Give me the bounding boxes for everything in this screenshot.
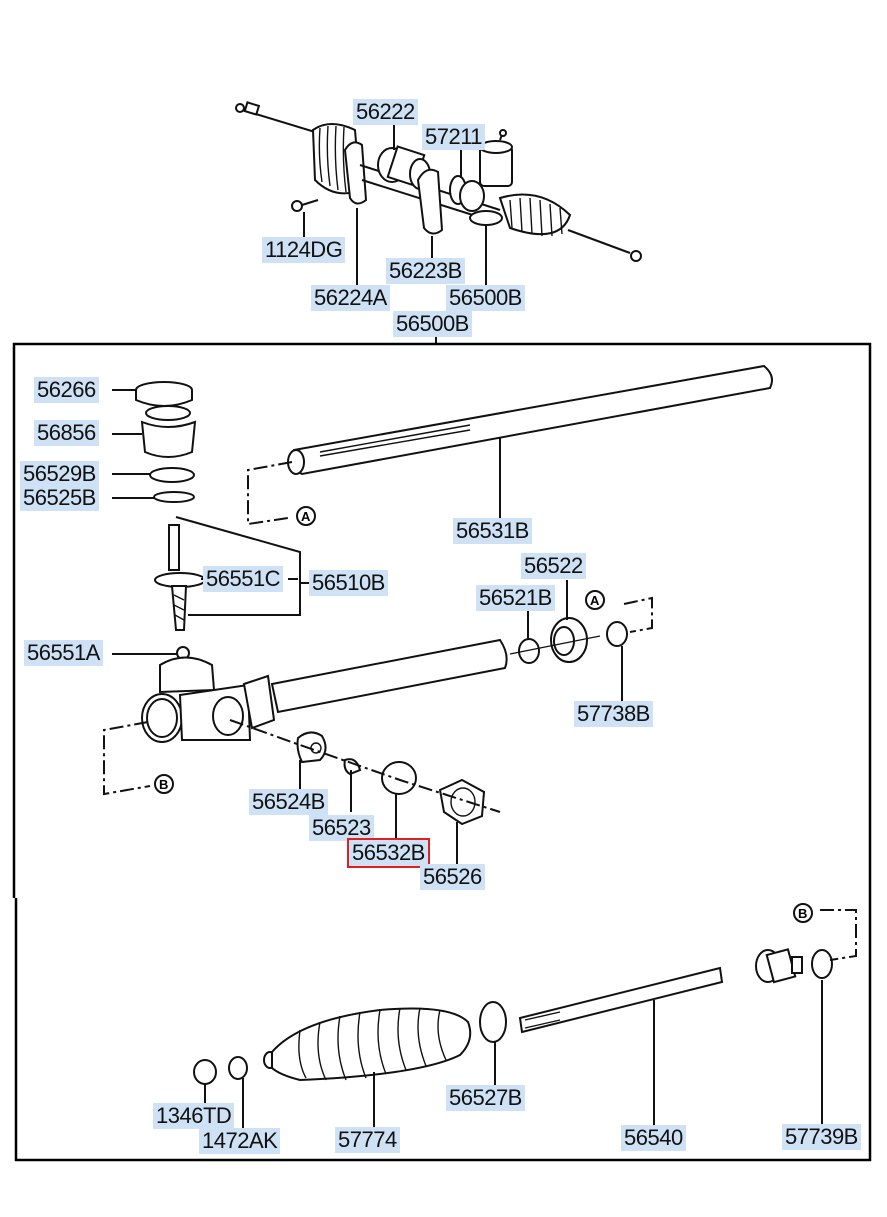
part-label-1346TD[interactable]: 1346TD [153, 1103, 235, 1129]
part-label-57774[interactable]: 57774 [335, 1127, 400, 1153]
gearbox-frame [12, 342, 872, 1162]
part-label-56266[interactable]: 56266 [34, 377, 99, 403]
part-label-56500B-frame[interactable]: 56500B [393, 311, 472, 337]
part-label-57211[interactable]: 57211 [422, 124, 486, 150]
label-gap [404, 285, 438, 305]
reference-marker-a-right: A [585, 590, 605, 610]
part-label-56523[interactable]: 56523 [309, 815, 374, 841]
svg-text:A: A [301, 509, 311, 524]
svg-text:A: A [590, 593, 600, 608]
part-label-57739B[interactable]: 57739B [782, 1124, 861, 1150]
part-label-56223B[interactable]: 56223B [386, 258, 465, 284]
reference-marker-b: B [154, 774, 174, 794]
part-label-56532B[interactable]: 56532B [347, 838, 430, 868]
reference-marker-b-right: B [793, 903, 813, 923]
part-label-56524B[interactable]: 56524B [249, 789, 328, 815]
part-label-56527B[interactable]: 56527B [446, 1085, 525, 1111]
part-label-56531B[interactable]: 56531B [453, 518, 532, 544]
part-label-56222[interactable]: 56222 [353, 99, 418, 125]
part-label-56540[interactable]: 56540 [621, 1125, 686, 1151]
part-label-56551C[interactable]: 56551C [203, 566, 284, 592]
part-label-56510B[interactable]: 56510B [309, 570, 388, 596]
part-label-56500B-top[interactable]: 56500B [446, 285, 525, 311]
svg-text:B: B [798, 906, 807, 921]
part-label-56224A[interactable]: 56224A [311, 285, 390, 311]
part-label-56522[interactable]: 56522 [521, 553, 586, 579]
part-label-56529B[interactable]: 56529B [20, 461, 99, 487]
part-label-56521B[interactable]: 56521B [476, 585, 555, 611]
part-label-1124DG[interactable]: 1124DG [262, 237, 346, 263]
part-label-56856[interactable]: 56856 [34, 420, 99, 446]
part-label-56551A[interactable]: 56551A [24, 640, 103, 666]
svg-text:B: B [159, 777, 168, 792]
reference-marker-a: A [296, 506, 316, 526]
part-label-1472AK[interactable]: 1472AK [199, 1128, 281, 1154]
part-label-56526[interactable]: 56526 [420, 864, 485, 890]
gearbox-parts [103, 364, 773, 866]
part-label-56525B[interactable]: 56525B [20, 485, 99, 511]
part-label-57738B[interactable]: 57738B [574, 701, 653, 727]
tie-rod-parts [193, 909, 857, 1130]
top-rack-assembly [235, 101, 642, 344]
